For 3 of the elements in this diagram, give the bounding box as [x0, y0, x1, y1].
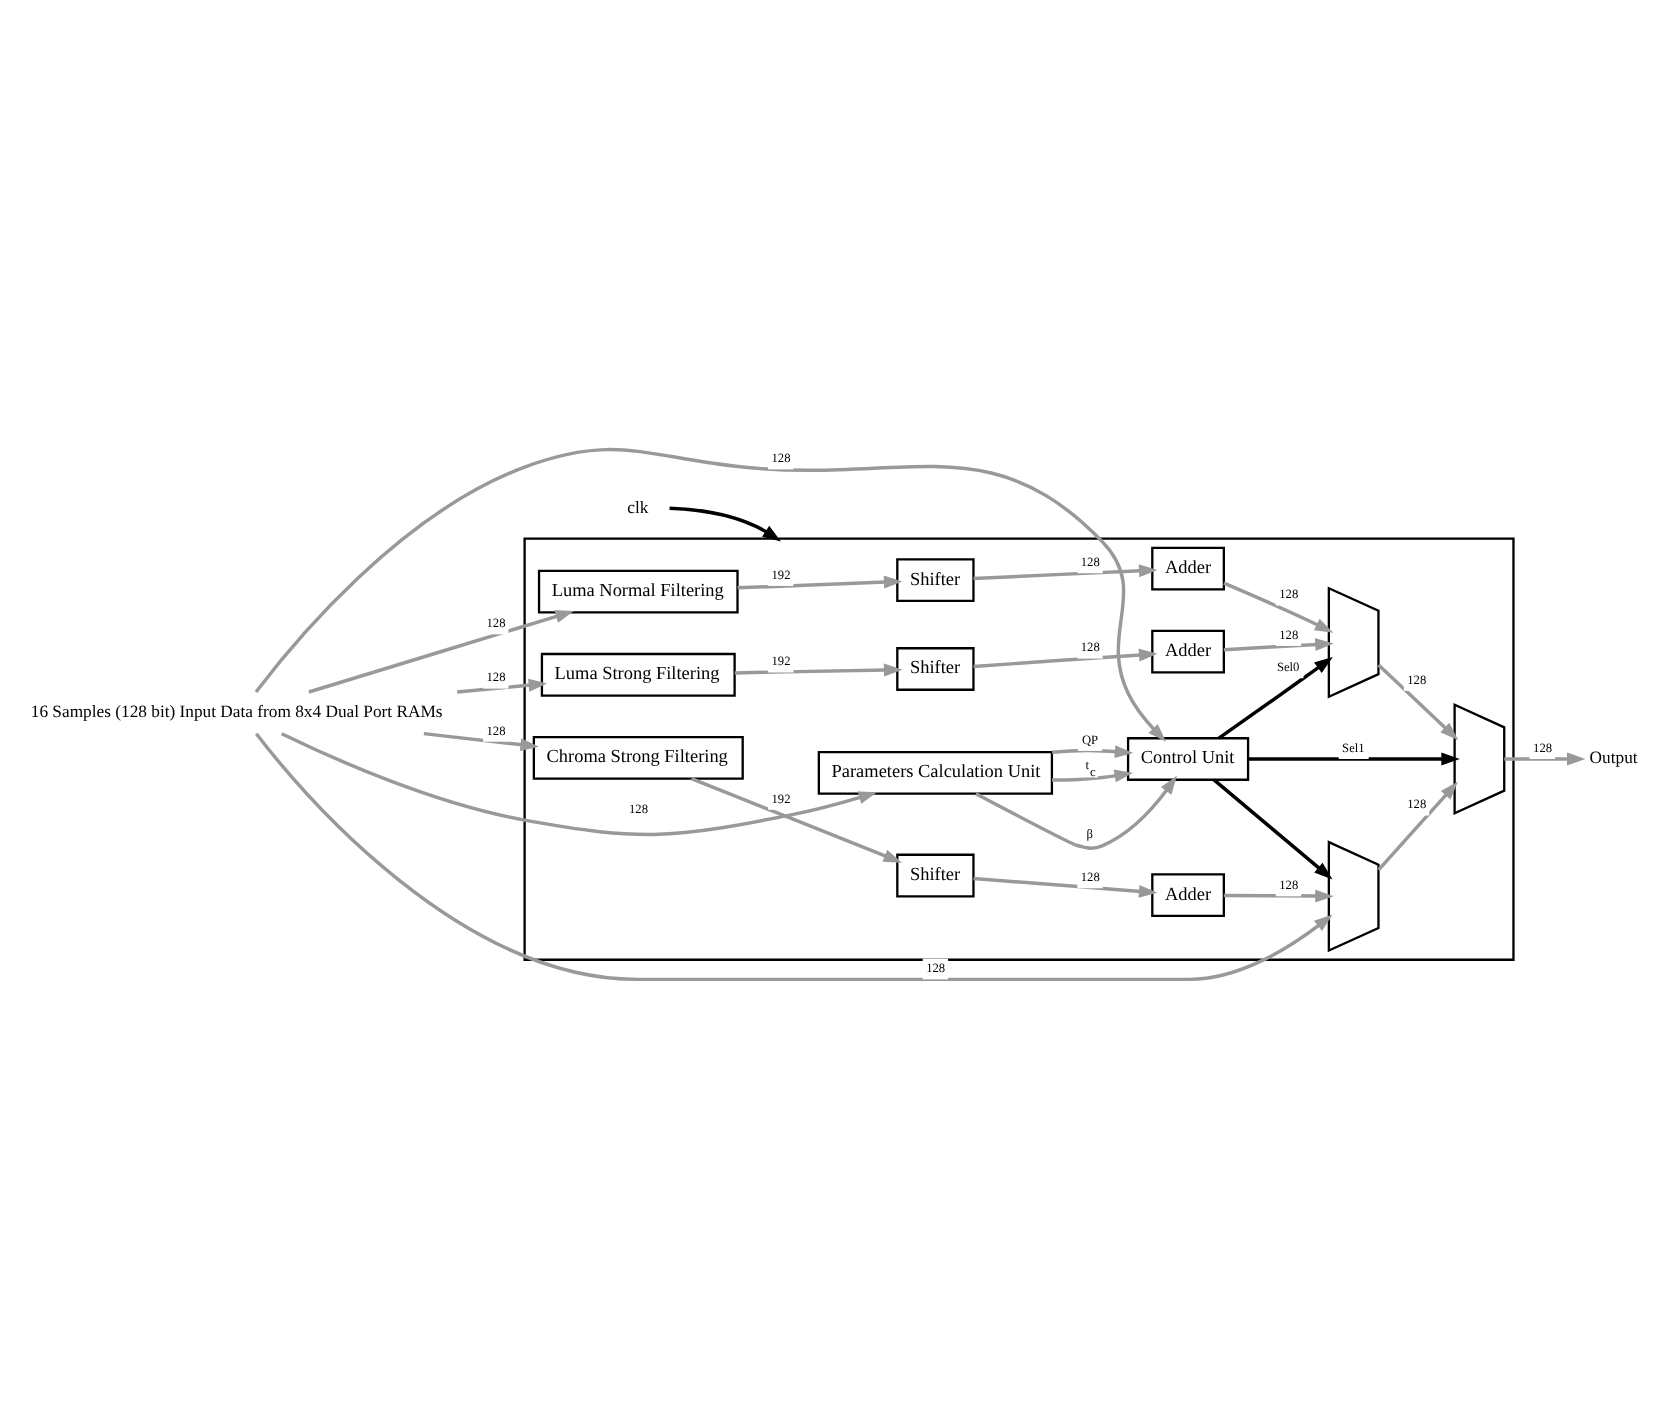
- node-text: Output: [1589, 747, 1638, 768]
- node-text: 16 Samples (128 bit) Input Data from 8x4 Dual Port RAMs: [30, 700, 443, 721]
- node-text: clk: [627, 496, 649, 517]
